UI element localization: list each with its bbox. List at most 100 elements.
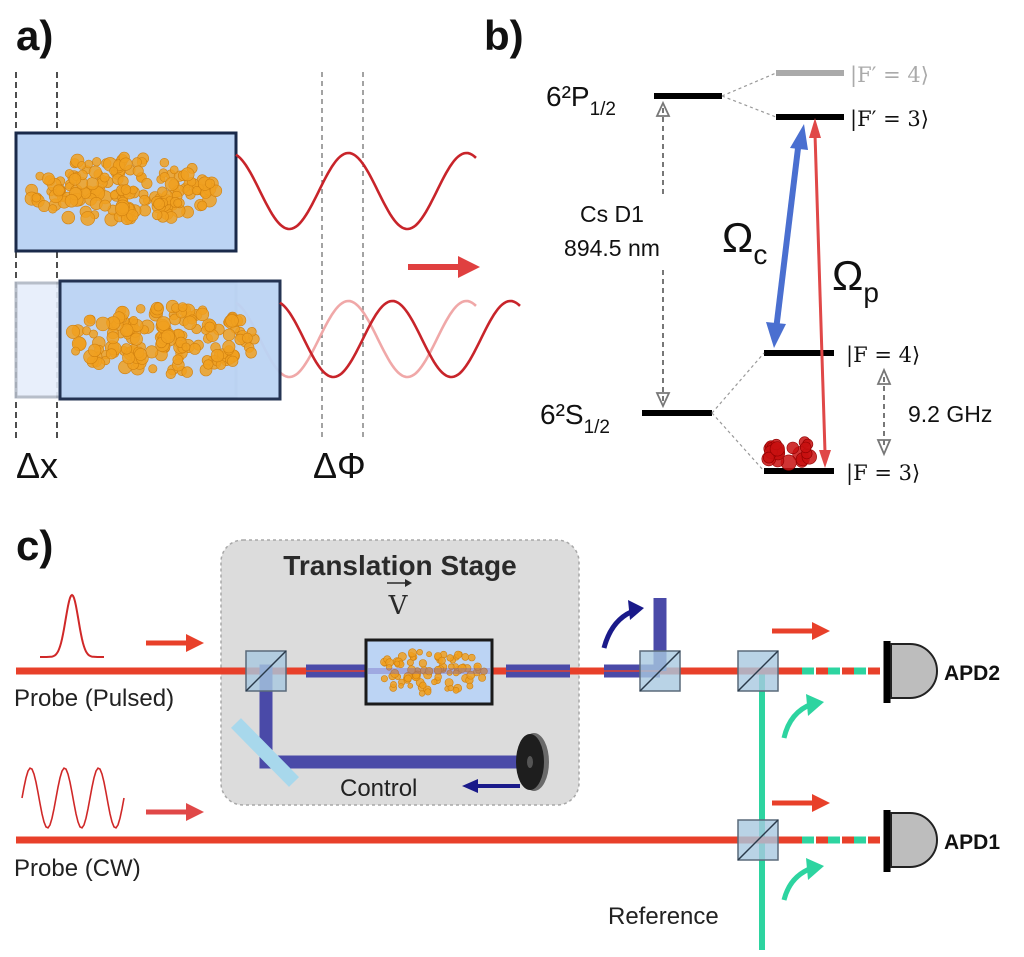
atom bbox=[119, 323, 134, 337]
atom bbox=[172, 354, 184, 366]
atom bbox=[197, 200, 208, 211]
apd1-label: APD1 bbox=[944, 831, 1000, 854]
atom bbox=[437, 656, 446, 665]
retro-mirror-center bbox=[527, 756, 533, 768]
atom bbox=[134, 347, 148, 361]
atom bbox=[99, 199, 111, 212]
velocity-label: V bbox=[388, 591, 409, 621]
atom bbox=[99, 172, 110, 183]
atom bbox=[452, 669, 460, 677]
atom bbox=[434, 673, 442, 681]
f4-ground-label: |F = 4⟩ bbox=[846, 343, 920, 368]
atom bbox=[407, 648, 417, 658]
atom-cloud-on-stage bbox=[380, 648, 488, 697]
atom bbox=[222, 340, 236, 354]
atom bbox=[245, 347, 257, 359]
atom bbox=[120, 343, 133, 355]
atom bbox=[160, 329, 175, 344]
atom bbox=[42, 172, 55, 186]
beam-splitter-3 bbox=[737, 650, 779, 692]
probe-arrow-head-up bbox=[809, 118, 821, 138]
atom-cloud-initial bbox=[24, 151, 223, 227]
f3-excited-label: |F′ = 3⟩ bbox=[850, 107, 929, 132]
atom bbox=[431, 678, 438, 686]
connector-2 bbox=[721, 95, 777, 118]
panel-c-label: c) bbox=[16, 522, 53, 569]
omega-c-label: Ωc bbox=[722, 214, 767, 270]
atom bbox=[66, 324, 81, 339]
splitting-arrow-head-down bbox=[876, 439, 892, 457]
atom bbox=[120, 184, 132, 195]
atom bbox=[131, 157, 142, 168]
atom bbox=[473, 662, 482, 671]
atom bbox=[31, 193, 41, 203]
atom bbox=[195, 307, 210, 322]
atom bbox=[242, 332, 253, 344]
atom bbox=[478, 674, 486, 682]
beam-splitter-2 bbox=[639, 650, 681, 692]
excited-state-label: 6²P1/2 bbox=[546, 81, 616, 120]
atom bbox=[180, 167, 195, 182]
atom bbox=[68, 173, 82, 186]
atom bbox=[398, 682, 404, 689]
atom bbox=[129, 315, 139, 325]
atom bbox=[61, 210, 76, 225]
atom bbox=[446, 654, 454, 662]
delta-x-label: Δx bbox=[16, 445, 58, 486]
atom bbox=[203, 359, 214, 370]
atom bbox=[181, 366, 193, 378]
reference-combine-arrow-2-head bbox=[806, 858, 824, 880]
atom bbox=[225, 314, 239, 328]
apd2-detector-icon bbox=[883, 641, 938, 703]
atom bbox=[466, 670, 476, 680]
ground-state-label: 6²S1/2 bbox=[540, 399, 610, 438]
probe-field-arrow bbox=[813, 133, 827, 453]
atom bbox=[390, 669, 400, 678]
probe-wave-shifted bbox=[279, 299, 521, 379]
atom bbox=[77, 161, 86, 170]
panel-a: a) Δx ΔΦ bbox=[14, 12, 521, 486]
f4-excited-label: |F′ = 4⟩ bbox=[850, 63, 929, 88]
omega-p-label: Ωp bbox=[832, 252, 879, 308]
atom bbox=[95, 316, 111, 332]
atom bbox=[165, 368, 176, 380]
atom bbox=[210, 349, 224, 363]
atom bbox=[86, 177, 99, 191]
atom bbox=[126, 209, 139, 222]
atom bbox=[227, 355, 239, 367]
atom bbox=[418, 659, 428, 668]
atom bbox=[136, 304, 146, 314]
atom bbox=[173, 198, 183, 208]
atom bbox=[164, 177, 179, 191]
transition-name: Cs D1 bbox=[580, 201, 644, 227]
coupling-field-arrow bbox=[773, 139, 802, 331]
atom bbox=[426, 651, 432, 658]
atom bbox=[105, 348, 117, 360]
apd1-arrow bbox=[772, 794, 830, 812]
atom bbox=[222, 328, 236, 341]
atom bbox=[762, 451, 775, 464]
atom bbox=[156, 316, 171, 331]
atom bbox=[89, 329, 98, 339]
atom bbox=[182, 315, 197, 330]
atom bbox=[141, 178, 153, 190]
panel-c: c) Translation Stage V bbox=[14, 522, 1000, 950]
atom bbox=[159, 158, 170, 168]
atom bbox=[204, 321, 215, 332]
atom bbox=[205, 178, 216, 189]
atom bbox=[419, 681, 427, 689]
atom bbox=[114, 201, 130, 217]
control-exit-arrow-head bbox=[628, 600, 644, 620]
atom bbox=[106, 331, 120, 345]
atom bbox=[433, 665, 443, 675]
atom bbox=[152, 209, 163, 221]
atom bbox=[424, 688, 432, 696]
atom bbox=[457, 664, 467, 673]
apd2-arrow bbox=[772, 622, 830, 640]
atom bbox=[119, 157, 133, 171]
atom bbox=[80, 211, 96, 226]
coupling-arrow-head-down bbox=[766, 322, 786, 348]
atom bbox=[169, 165, 179, 175]
atom bbox=[394, 660, 401, 667]
atom bbox=[181, 342, 191, 352]
